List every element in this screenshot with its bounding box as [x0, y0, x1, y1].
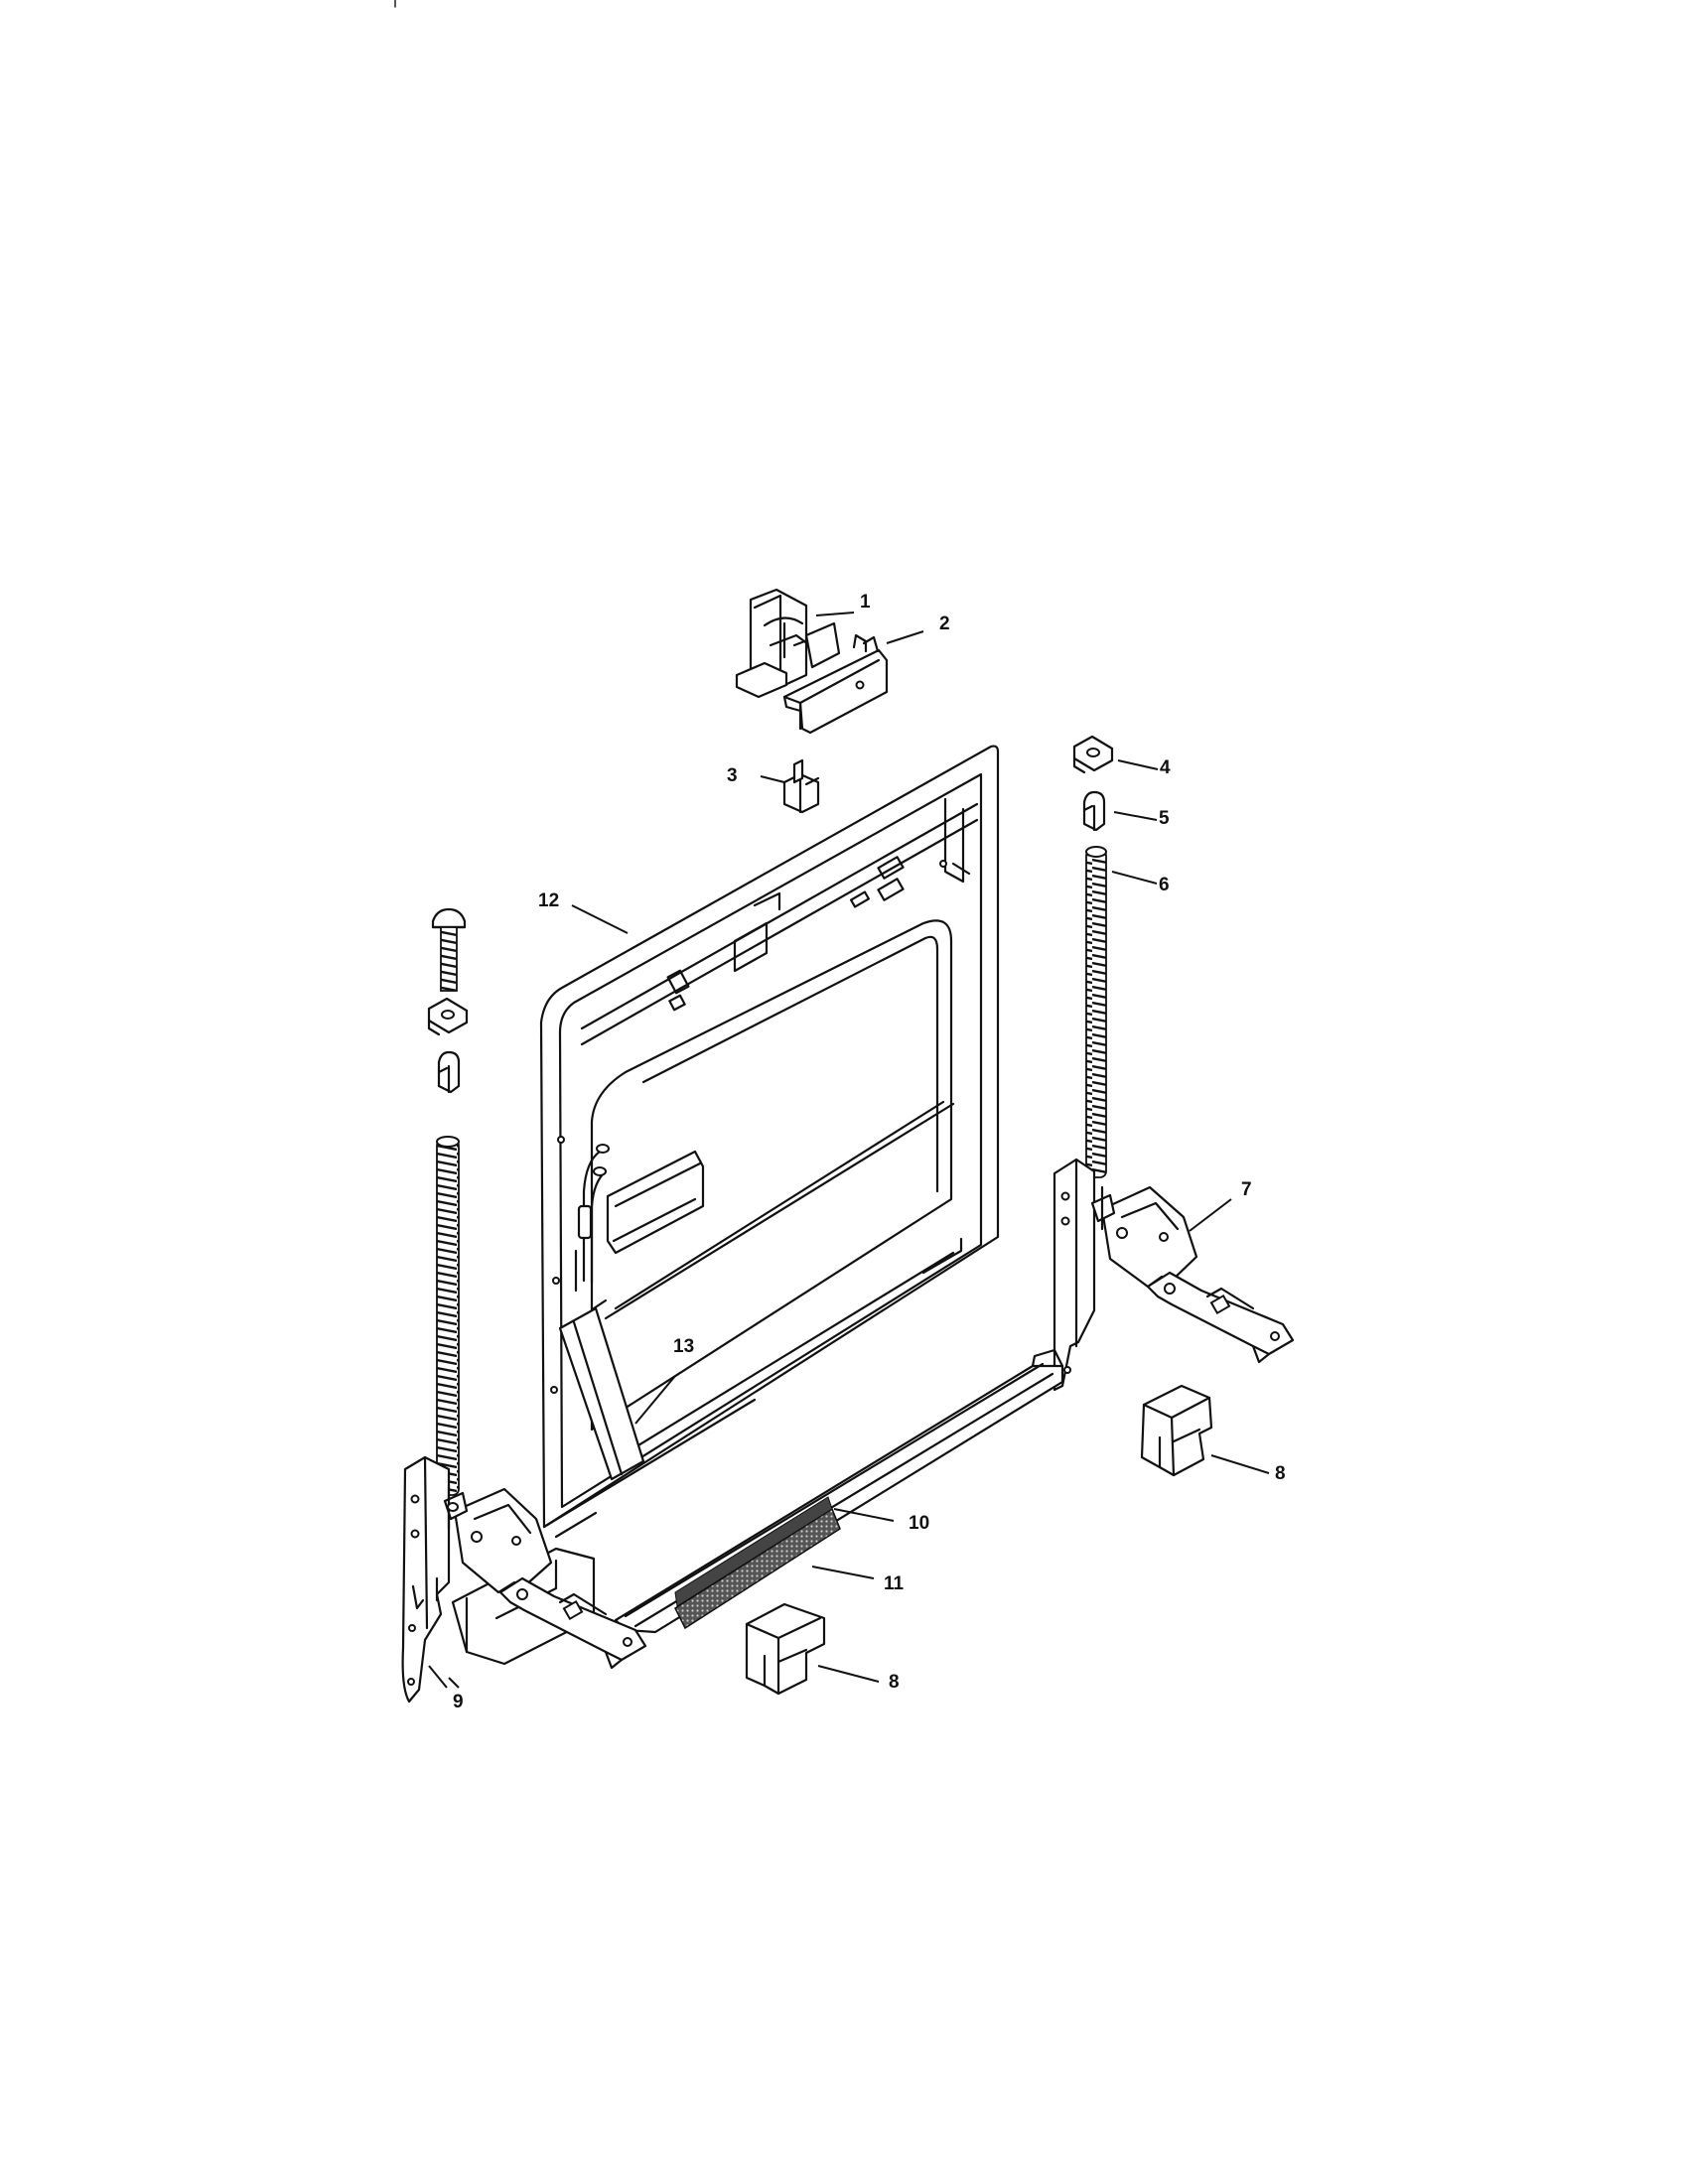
- callout-10: 10: [909, 1513, 929, 1534]
- callout-5: 5: [1159, 808, 1170, 829]
- callout-9: 9: [453, 1692, 464, 1712]
- callout-6: 6: [1159, 875, 1170, 895]
- block-right: [1140, 1384, 1213, 1477]
- callout-8-right: 8: [1275, 1463, 1286, 1484]
- callout-3: 3: [727, 765, 738, 786]
- spring-left: [436, 1136, 460, 1496]
- callout-2: 2: [939, 614, 950, 634]
- vent-strip: [558, 1298, 645, 1481]
- callout-8-left: 8: [889, 1672, 900, 1693]
- nut-left: [427, 997, 469, 1036]
- spring-connector-right: [1082, 790, 1106, 832]
- callout-4: 4: [1160, 757, 1171, 778]
- callout-labels: 1 2 3 4 5 6 7 8 8 9 10 11 12 13: [453, 592, 1286, 1712]
- callout-12: 12: [538, 890, 559, 911]
- callout-1: 1: [860, 592, 871, 613]
- spring-right: [1085, 846, 1107, 1178]
- hinge-assembly-right: [1052, 1158, 1295, 1392]
- screw: [431, 907, 467, 992]
- leader-lines: [428, 612, 1270, 1689]
- callout-13: 13: [673, 1336, 694, 1357]
- callout-11: 11: [884, 1573, 905, 1594]
- latch: [735, 588, 841, 699]
- hinge-assembly-left: [401, 1455, 647, 1704]
- block-left: [745, 1602, 826, 1696]
- mesh-filter-strip: [674, 1496, 841, 1630]
- latch-cover: [782, 633, 889, 735]
- clip: [782, 758, 820, 814]
- spring-connector-left: [437, 1050, 461, 1094]
- callout-7: 7: [1241, 1179, 1252, 1200]
- door-inner-panel: [539, 745, 1000, 1529]
- nut-right: [1072, 735, 1114, 774]
